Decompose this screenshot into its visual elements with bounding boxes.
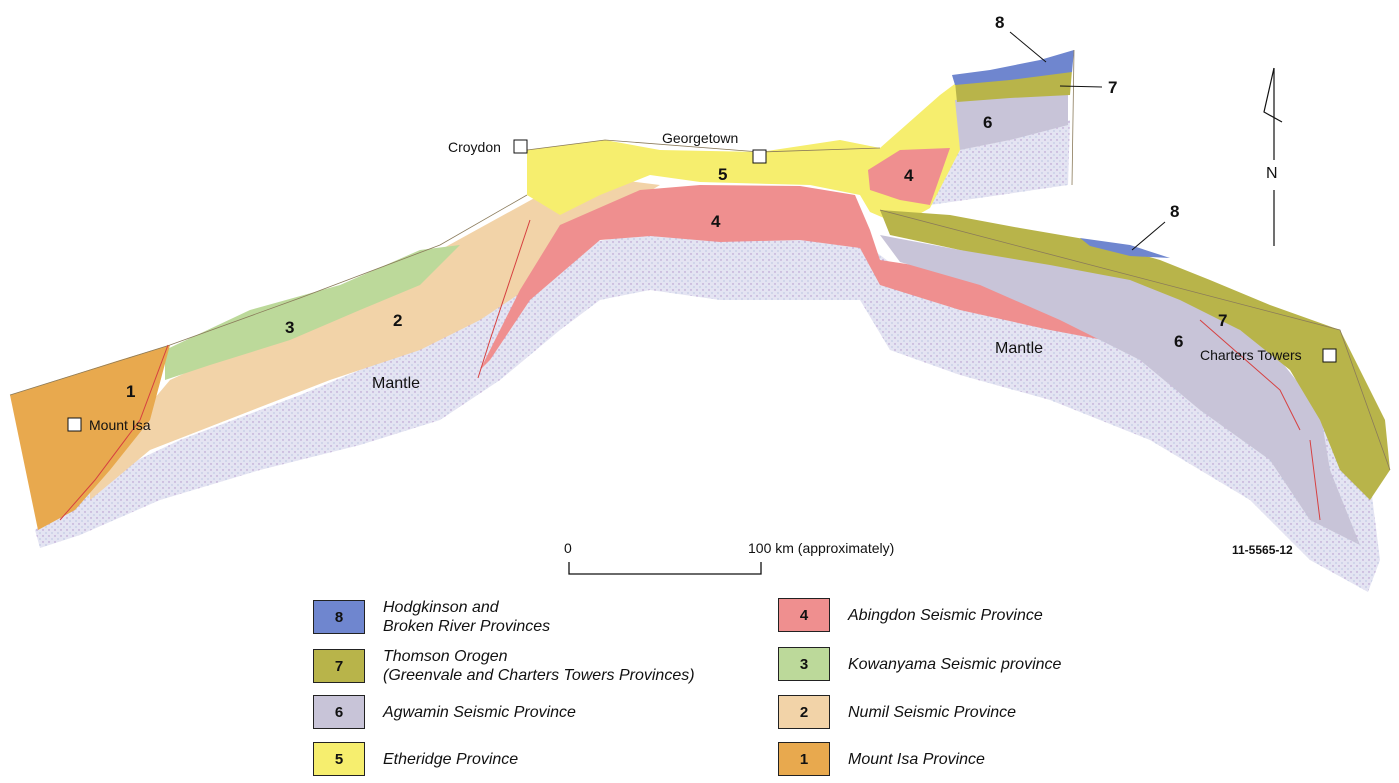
region-number-7-ne: 7: [1108, 78, 1117, 97]
georgetown-marker: [753, 150, 766, 163]
charters-towers-marker: [1323, 349, 1336, 362]
region-number-8-ne: 8: [995, 13, 1004, 32]
region-number-6-ne: 6: [983, 113, 992, 132]
region-number-4-central: 4: [711, 212, 721, 231]
region-number-1: 1: [126, 382, 135, 401]
scale-bar: 0 100 km (approximately): [564, 540, 894, 574]
mount-isa-label: Mount Isa: [89, 417, 151, 433]
leader-line-8-se: [1132, 222, 1165, 250]
scale-end-label: 100 km (approximately): [748, 540, 894, 556]
croydon-marker: [514, 140, 527, 153]
georgetown-label: Georgetown: [662, 130, 738, 146]
mantle-label-west: Mantle: [372, 375, 420, 392]
charters-towers-label: Charters Towers: [1200, 347, 1302, 363]
north-label: N: [1266, 165, 1278, 182]
region-number-3: 3: [285, 318, 294, 337]
figure-id: 11-5565-12: [1232, 543, 1293, 557]
region-number-8-se: 8: [1170, 202, 1179, 221]
scale-zero-label: 0: [564, 540, 572, 556]
region-number-6-se: 6: [1174, 332, 1183, 351]
region-number-7-se: 7: [1218, 311, 1227, 330]
north-arrow: N: [1264, 68, 1282, 246]
region-number-2: 2: [393, 311, 402, 330]
mantle-label-east: Mantle: [995, 340, 1043, 357]
region-number-5: 5: [718, 165, 727, 184]
mount-isa-marker: [68, 418, 81, 431]
croydon-label: Croydon: [448, 139, 501, 155]
leader-line-8-ne: [1010, 32, 1046, 62]
region-number-4-ne: 4: [904, 166, 914, 185]
